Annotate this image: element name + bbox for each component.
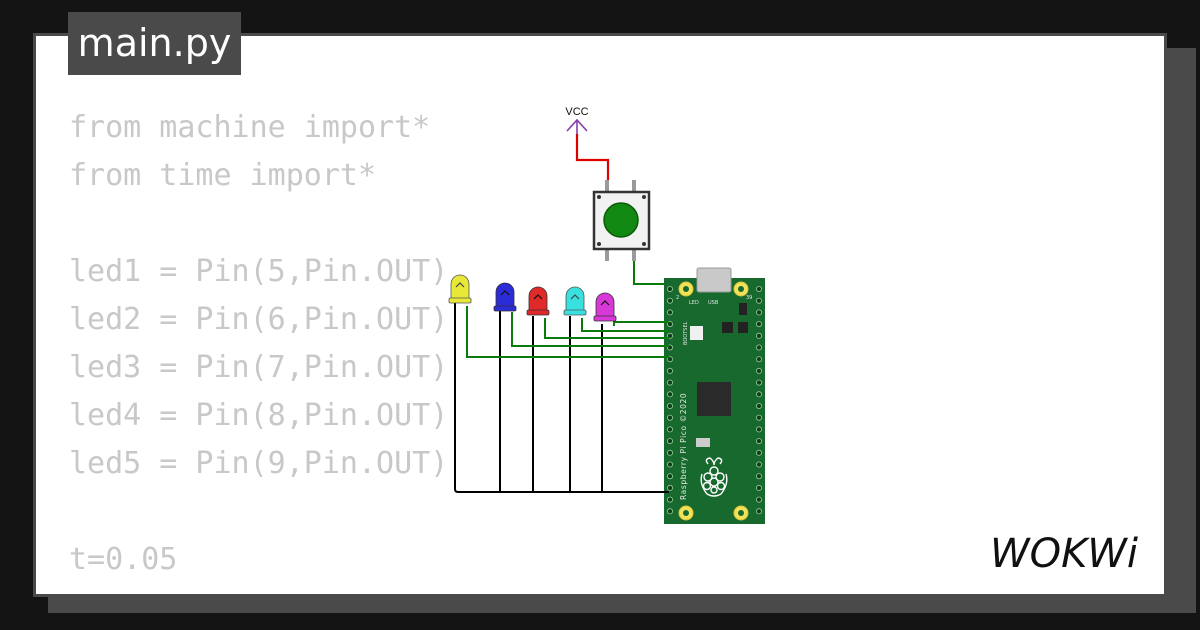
pin-hole: [756, 402, 763, 409]
push-button[interactable]: [592, 180, 651, 261]
pin-hole: [667, 285, 674, 292]
code-line: t=0.05: [69, 542, 178, 577]
pin-number-right: 39: [746, 295, 752, 301]
pin-hole: [667, 367, 674, 374]
code-editor[interactable]: from machine import* from time import* led…: [69, 104, 448, 584]
code-line: from time import*: [69, 158, 377, 193]
vcc-label: VCC: [565, 106, 588, 118]
pin-hole: [667, 496, 674, 503]
pin-hole: [667, 461, 674, 468]
pin-hole: [756, 367, 763, 374]
pin-hole: [756, 321, 763, 328]
pin-hole: [667, 438, 674, 445]
code-line: led2 = Pin(6,Pin.OUT): [69, 302, 449, 337]
file-tab[interactable]: main.py: [68, 12, 241, 75]
pin-hole: [667, 297, 674, 304]
code-line: led4 = Pin(8,Pin.OUT): [69, 398, 449, 433]
pin-hole: [756, 297, 763, 304]
pin-hole: [756, 496, 763, 503]
pin-hole: [756, 461, 763, 468]
code-line: led1 = Pin(5,Pin.OUT): [69, 254, 449, 289]
board-name-silkscreen: Raspberry Pi Pico ©2020: [679, 393, 688, 500]
vcc-symbol: VCC: [565, 106, 589, 134]
pin-hole: [756, 344, 763, 351]
bootsel-silkscreen: BOOTSEL: [683, 321, 689, 345]
vcc-arrow-icon: [566, 118, 588, 134]
pin-hole: [667, 484, 674, 491]
pin-hole: [756, 332, 763, 339]
led-5: [593, 292, 617, 322]
pin-hole: [667, 414, 674, 421]
pin-hole: [667, 391, 674, 398]
ground-wires: [454, 300, 669, 493]
led-3: [526, 286, 550, 316]
led-signal-wires: [466, 306, 669, 358]
pin-hole: [667, 379, 674, 386]
pin-hole: [667, 473, 674, 480]
usb-connector: [696, 267, 732, 293]
pin-number-left: 2: [676, 295, 679, 301]
pin-hole: [756, 438, 763, 445]
pin-hole: [667, 309, 674, 316]
pin-hole: [756, 426, 763, 433]
pin-hole: [756, 391, 763, 398]
rp2040-chip: [697, 382, 731, 416]
bootsel-button[interactable]: [690, 326, 703, 340]
pin-hole: [667, 449, 674, 456]
pin-hole: [756, 379, 763, 386]
button-cap: [603, 202, 639, 238]
code-line: led3 = Pin(7,Pin.OUT): [69, 350, 449, 385]
logo-text: WOKWi: [990, 531, 1138, 574]
led-1: [448, 274, 472, 304]
code-line: led5 = Pin(9,Pin.OUT): [69, 446, 449, 481]
led-2: [493, 282, 517, 312]
pin-hole: [756, 449, 763, 456]
pin-hole: [756, 414, 763, 421]
pin-hole: [756, 473, 763, 480]
pin-hole: [756, 356, 763, 363]
pin-hole: [756, 309, 763, 316]
pin-hole: [756, 484, 763, 491]
pin-hole: [667, 508, 674, 515]
power-wire: [575, 134, 610, 180]
pin-hole: [756, 285, 763, 292]
pin-hole: [667, 402, 674, 409]
usb-silkscreen: USB: [708, 300, 719, 306]
raspberry-pi-pico-board: LED USB 2 39 BOOTSEL Raspberry Pi Pico ©…: [664, 267, 765, 524]
raspberry-logo-icon: [700, 457, 728, 497]
wokwi-logo[interactable]: WOKWi: [978, 530, 1150, 574]
led-silkscreen: LED: [689, 300, 699, 306]
pin-hole: [756, 508, 763, 515]
code-line: from machine import*: [69, 110, 431, 145]
pin-hole: [667, 426, 674, 433]
button-signal-wire: [633, 261, 669, 285]
led-4: [563, 286, 587, 316]
